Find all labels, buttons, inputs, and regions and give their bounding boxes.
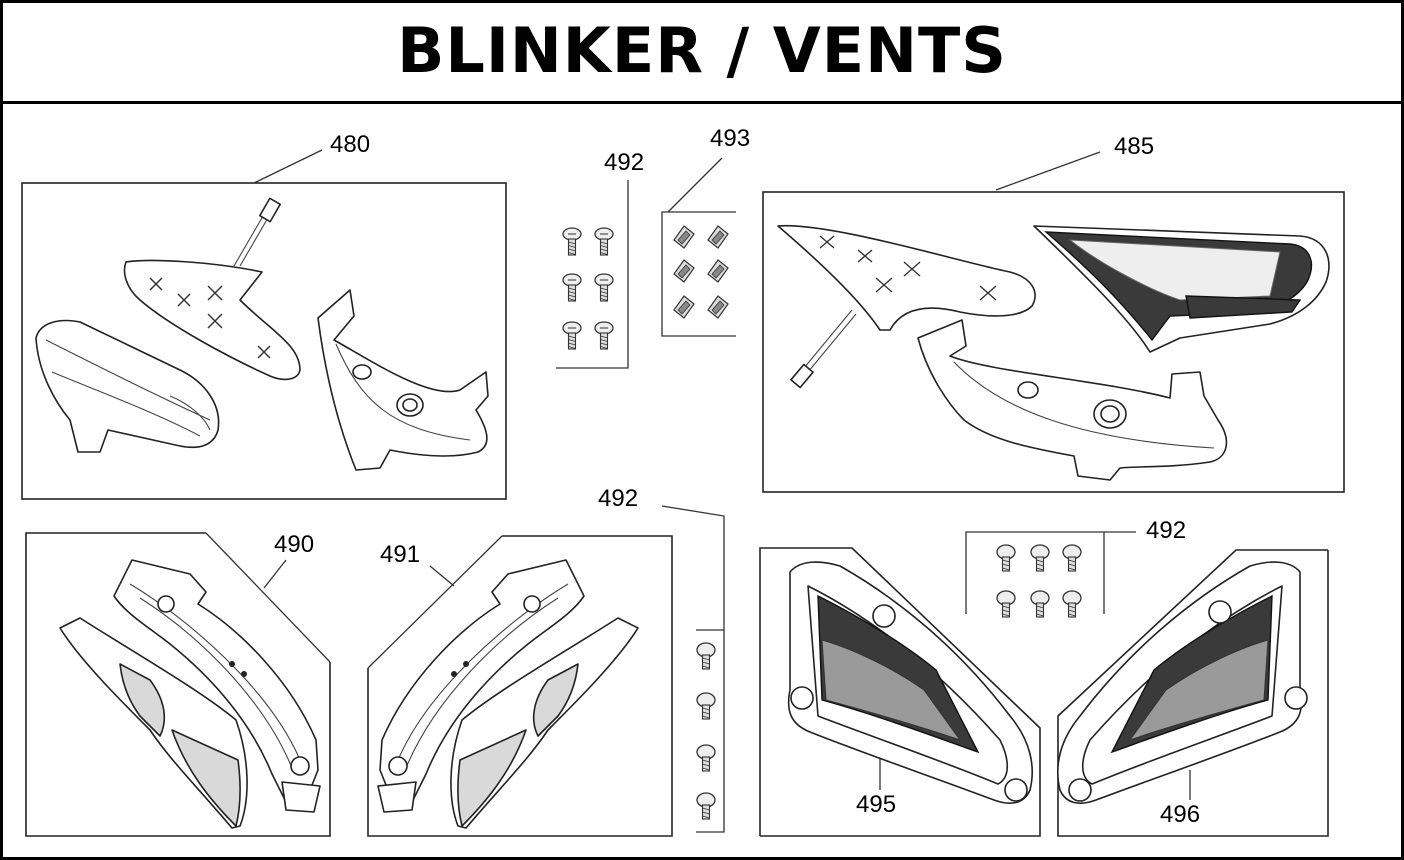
screw-icon <box>594 321 614 350</box>
bracket-493 <box>661 211 736 337</box>
part-496-group: 496 <box>1057 549 1329 837</box>
lens-x-marks-right <box>819 235 997 301</box>
screws-492-middle <box>696 642 716 820</box>
part-490-box <box>25 532 331 837</box>
part-480-group: 480 <box>21 131 507 500</box>
vent-panel-right <box>450 617 639 829</box>
leader-480 <box>253 149 323 184</box>
part-492-top-group: 492 <box>556 149 644 369</box>
callout-495: 495 <box>856 791 896 818</box>
vent-grille-right <box>1057 561 1308 804</box>
part-480-box <box>21 182 507 500</box>
part-491-group: 491 <box>367 535 673 837</box>
callout-492-top: 492 <box>604 149 644 176</box>
bracket-492-middle <box>661 505 725 833</box>
part-495-group: 495 <box>759 547 1041 837</box>
screw-icon <box>562 273 582 302</box>
lens-x-marks <box>149 277 271 359</box>
callout-490: 490 <box>274 531 314 558</box>
callout-492-right: 492 <box>1146 517 1186 544</box>
screw-icon <box>594 273 614 302</box>
blinker-bracket-left <box>317 289 489 471</box>
screw-icon <box>562 227 582 256</box>
vent-duct-right <box>377 559 585 813</box>
vent-grille-left <box>787 561 1033 804</box>
vent-duct-left <box>113 559 321 813</box>
part-495-box <box>759 547 1041 837</box>
part-492-middle-group: 492 <box>598 485 725 833</box>
clip-icon <box>673 225 695 249</box>
callout-493: 493 <box>710 125 750 152</box>
part-490-group: 490 <box>25 531 331 837</box>
part-490-box-diagonal <box>205 532 331 663</box>
part-485-group: 485 <box>762 133 1345 493</box>
callout-480: 480 <box>330 131 370 158</box>
bulb-wire-left <box>233 197 281 267</box>
blinker-lens-left <box>123 259 301 381</box>
screws-492-right <box>996 544 1082 618</box>
part-491-box-diagonal <box>367 535 503 669</box>
screw-icon <box>1030 590 1050 618</box>
screw-icon <box>996 590 1016 618</box>
clips-493 <box>673 225 729 319</box>
part-492-right-group: 492 <box>965 517 1186 618</box>
callout-485: 485 <box>1114 133 1154 160</box>
bulb-wire-right <box>790 309 857 389</box>
vent-panel-left <box>59 617 248 829</box>
clip-icon <box>707 295 729 319</box>
screw-icon <box>696 744 716 772</box>
clip-icon <box>673 259 695 283</box>
screw-icon <box>562 321 582 350</box>
blinker-bracket-right <box>917 319 1228 481</box>
screw-icon <box>1030 544 1050 572</box>
callout-496: 496 <box>1160 801 1200 828</box>
screw-icon <box>1062 544 1082 572</box>
blinker-housing-left <box>35 319 220 453</box>
screw-icon <box>594 227 614 256</box>
blinker-lens-right <box>777 224 1036 331</box>
screw-icon <box>696 692 716 720</box>
leader-491 <box>429 565 455 587</box>
leader-490 <box>263 559 287 589</box>
bracket-492-right <box>965 531 1105 614</box>
smoked-lens-right <box>1033 225 1330 353</box>
callout-491: 491 <box>380 541 420 568</box>
page-title: BLINKER / VENTS <box>397 14 1007 87</box>
screw-icon <box>696 642 716 670</box>
part-485-box <box>762 191 1345 493</box>
callout-492-middle: 492 <box>598 485 638 512</box>
bracket-492-top <box>556 180 629 369</box>
leader-493 <box>667 157 723 213</box>
screw-icon <box>696 792 716 820</box>
clip-icon <box>707 225 729 249</box>
clip-icon <box>707 259 729 283</box>
leader-485 <box>995 151 1101 191</box>
screw-icon <box>996 544 1016 572</box>
clip-icon <box>673 295 695 319</box>
screw-icon <box>1062 590 1082 618</box>
screws-492-top <box>562 227 614 350</box>
part-493-group: 493 <box>661 125 750 337</box>
part-491-box <box>367 535 673 837</box>
title-bar: BLINKER / VENTS <box>0 0 1404 104</box>
